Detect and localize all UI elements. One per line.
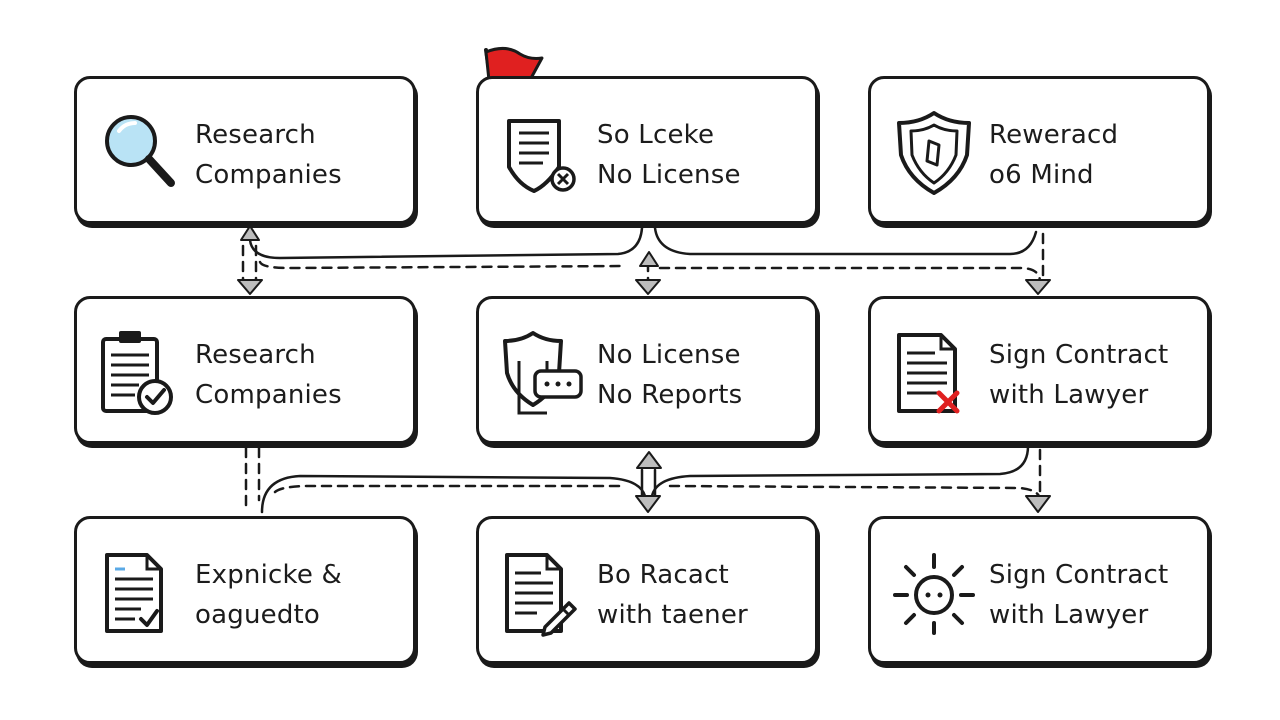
node-label-line: Companies xyxy=(195,160,342,190)
node-label: Sign Contract with Lawyer xyxy=(989,555,1204,635)
node-label-line: with Lawyer xyxy=(989,380,1149,410)
node-label-line: No Reports xyxy=(597,380,743,410)
arrowhead-up-col2 xyxy=(639,251,659,267)
node-research-companies-2: Research Companies xyxy=(74,296,416,444)
node-label-line: Research xyxy=(195,340,316,370)
node-label-line: oaguedto xyxy=(195,600,321,630)
magnifier-icon xyxy=(95,107,185,197)
arrowhead-down-col1-mid xyxy=(237,279,263,295)
node-label: So Lceke No License xyxy=(597,115,812,195)
node-label-line: Bo Racact xyxy=(597,560,729,590)
node-label-line: with Lawyer xyxy=(989,600,1149,630)
node-expnicke: Expnicke & oaguedto xyxy=(74,516,416,664)
node-research-companies: Research Companies xyxy=(74,76,416,224)
node-label-line: with taener xyxy=(597,600,748,630)
connector-mid-dashed-right xyxy=(668,484,1042,502)
node-label-line: Companies xyxy=(195,380,342,410)
connector-col1-lower xyxy=(244,446,261,514)
document-x-icon xyxy=(889,327,979,417)
connector-mid-solid-right xyxy=(650,444,1030,498)
node-label: Research Companies xyxy=(195,335,410,415)
node-label-line: No License xyxy=(597,160,741,190)
connector-mid-dashed-left xyxy=(273,484,622,494)
sun-icon xyxy=(889,547,979,637)
connector-top-solid-right xyxy=(653,226,1038,256)
node-so-lceke: So Lceke No License xyxy=(476,76,818,224)
node-label: Bo Racact with taener xyxy=(597,555,812,635)
node-label-line: Reweracd xyxy=(989,120,1119,150)
document-check-icon xyxy=(95,547,185,637)
node-sign-contract-with-lawyer-2: Sign Contract with Lawyer xyxy=(868,516,1210,664)
connector-top-dashed-right xyxy=(658,266,1042,284)
arrowhead-down-col2-mid xyxy=(635,279,661,295)
node-label-line: No License xyxy=(597,340,741,370)
node-label-line: So Lceke xyxy=(597,120,715,150)
document-pen-icon xyxy=(497,547,587,637)
arrowhead-up-col1-top xyxy=(240,225,260,241)
node-label: Sign Contract with Lawyer xyxy=(989,335,1204,415)
connector-mid-solid-left xyxy=(260,474,647,514)
arrowhead-down-col3-mid xyxy=(1025,279,1051,295)
node-label-line: Sign Contract xyxy=(989,340,1169,370)
node-label: Reweracd o6 Mind xyxy=(989,115,1204,195)
shield-document-icon xyxy=(497,107,587,197)
node-label: Research Companies xyxy=(195,115,410,195)
connector-top-solid xyxy=(248,226,644,260)
shield-icon xyxy=(889,107,979,197)
connector-col2-lower xyxy=(640,468,657,498)
arrowhead-down-col3-bottom xyxy=(1025,495,1051,513)
node-label: No License No Reports xyxy=(597,335,812,415)
connector-col1-dashed xyxy=(241,244,258,284)
shield-chat-icon xyxy=(497,327,587,417)
node-label-line: Research xyxy=(195,120,316,150)
node-label: Expnicke & oaguedto xyxy=(195,555,410,635)
node-label-line: Sign Contract xyxy=(989,560,1169,590)
arrowhead-up-col2-lower xyxy=(636,451,662,469)
clipboard-check-icon xyxy=(95,327,185,417)
arrowhead-down-col2-bottom xyxy=(635,495,661,513)
node-label-line: o6 Mind xyxy=(989,160,1094,190)
node-no-license-no-reports: No License No Reports xyxy=(476,296,818,444)
node-bo-racact: Bo Racact with taener xyxy=(476,516,818,664)
node-label-line: Expnicke & xyxy=(195,560,342,590)
connector-top-dashed-left xyxy=(258,260,627,270)
node-reweracd: Reweracd o6 Mind xyxy=(868,76,1210,224)
node-sign-contract-with-lawyer: Sign Contract with Lawyer xyxy=(868,296,1210,444)
